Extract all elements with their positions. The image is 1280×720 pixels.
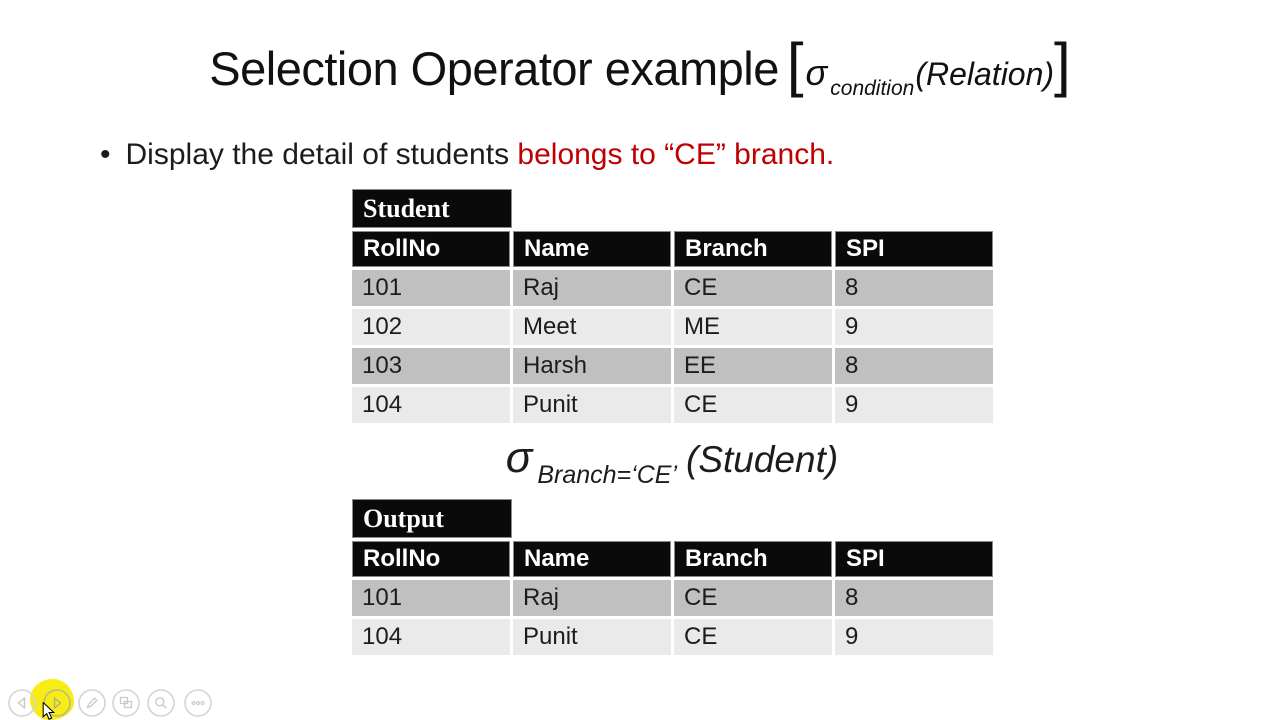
table-cell: 104 [352, 619, 510, 655]
pen-tool-button[interactable] [78, 689, 106, 717]
table-cell: 9 [835, 309, 993, 345]
table-cell: 9 [835, 387, 993, 423]
slide-title: Selection Operator example [ σ condition… [0, 31, 1280, 101]
more-options-button[interactable] [184, 689, 212, 717]
bullet-marker: • [100, 138, 111, 171]
table-cell: 103 [352, 348, 510, 384]
table-cell: 101 [352, 580, 510, 616]
pen-icon [86, 697, 98, 709]
title-bracket-open: [ [786, 31, 804, 98]
mouse-cursor [42, 702, 56, 720]
column-header: Branch [674, 231, 832, 267]
column-header: Name [513, 541, 671, 577]
bullet-text-black: Display the detail of students [125, 138, 518, 171]
magnifier-icon [155, 697, 167, 709]
slideshow-toolbar [0, 678, 230, 720]
student-table-block: Student RollNo Name Branch SPI 101 Raj C… [352, 189, 993, 423]
table-cell: ME [674, 309, 832, 345]
table-cell: Punit [513, 387, 671, 423]
table-cell: CE [674, 270, 832, 306]
sigma-symbol: σ [505, 433, 533, 482]
table-cell: 9 [835, 619, 993, 655]
column-header: RollNo [352, 541, 510, 577]
table-cell: CE [674, 619, 832, 655]
title-bracket-close: ] [1054, 31, 1071, 98]
previous-slide-button[interactable] [8, 689, 36, 717]
zoom-button[interactable] [147, 689, 175, 717]
yellow-highlight-blob [30, 679, 74, 720]
table-cell: 102 [352, 309, 510, 345]
column-header: Name [513, 231, 671, 267]
output-table-block: Output RollNo Name Branch SPI 101 Raj CE… [352, 499, 993, 655]
column-header: RollNo [352, 231, 510, 267]
bullet-line: • Display the detail of students belongs … [100, 138, 834, 172]
table-cell: Raj [513, 270, 671, 306]
sigma-symbol: σ [805, 52, 828, 93]
table-cell: EE [674, 348, 832, 384]
ellipsis-icon [191, 701, 205, 705]
table-cell: Meet [513, 309, 671, 345]
left-arrow-icon [17, 696, 26, 710]
selection-formula: σ Branch=‘CE’ (Student) [352, 433, 992, 489]
relation-operand: (Relation) [915, 56, 1055, 92]
title-text: Selection Operator example [209, 42, 779, 95]
table-cell: 8 [835, 270, 993, 306]
column-header: SPI [835, 541, 993, 577]
sigma-condition-subscript: condition [830, 77, 915, 100]
bullet-text-red: belongs to “CE” branch. [517, 138, 835, 171]
table-cell: Punit [513, 619, 671, 655]
output-table-label: Output [352, 499, 512, 538]
table-cell: 104 [352, 387, 510, 423]
see-all-slides-button[interactable] [112, 689, 140, 717]
table-cell: CE [674, 580, 832, 616]
student-table-label: Student [352, 189, 512, 228]
table-cell: 8 [835, 580, 993, 616]
slides-grid-icon [119, 696, 133, 709]
table-cell: 8 [835, 348, 993, 384]
column-header: SPI [835, 231, 993, 267]
student-table: RollNo Name Branch SPI 101 Raj CE 8 102 … [352, 231, 993, 423]
right-arrow-icon [53, 696, 62, 710]
selection-condition-subscript: Branch=‘CE’ [537, 461, 677, 489]
relation-operand: (Student) [686, 439, 839, 480]
table-cell: Harsh [513, 348, 671, 384]
output-table: RollNo Name Branch SPI 101 Raj CE 8 104 … [352, 541, 993, 655]
table-cell: Raj [513, 580, 671, 616]
column-header: Branch [674, 541, 832, 577]
table-cell: CE [674, 387, 832, 423]
table-cell: 101 [352, 270, 510, 306]
